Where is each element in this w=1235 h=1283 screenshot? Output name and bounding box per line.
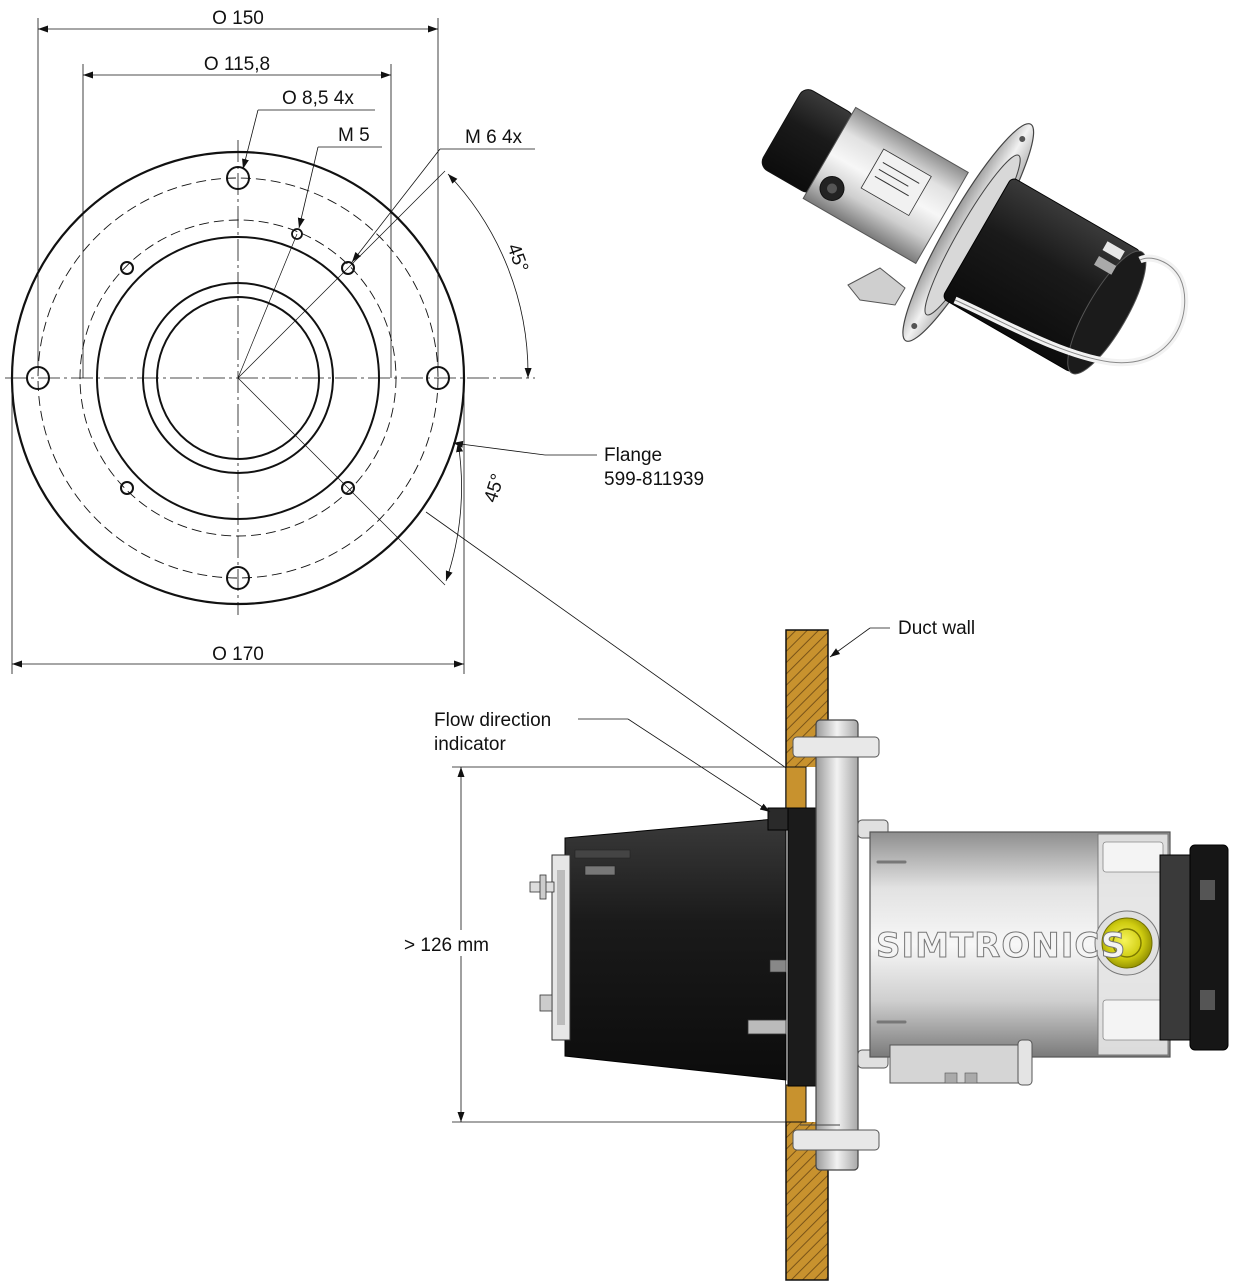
leader-duct-wall bbox=[829, 627, 890, 658]
through-hole-left bbox=[26, 366, 50, 390]
dimension-outer bbox=[11, 390, 465, 674]
duct-wall-label: Duct wall bbox=[898, 618, 975, 639]
leader-m5-label: M 5 bbox=[338, 125, 370, 146]
radial-line bbox=[237, 233, 298, 379]
flange-plate bbox=[815, 719, 859, 1171]
dimension-bolt-circle-label: O 150 bbox=[212, 8, 264, 29]
dimension-outer-label: O 170 bbox=[212, 644, 264, 665]
dimension-inner-label: O 115,8 bbox=[204, 54, 270, 75]
isometric-product-image bbox=[761, 89, 1189, 375]
m6-hole bbox=[120, 261, 134, 275]
leader-flange-to-side-view bbox=[425, 511, 849, 813]
m6-hole bbox=[341, 481, 355, 495]
m6-hole bbox=[341, 261, 355, 275]
housing-circle bbox=[142, 282, 334, 474]
angle-dimension-upper bbox=[447, 173, 532, 379]
flange-label: Flange bbox=[604, 445, 662, 466]
leader-through-holes-label: O 8,5 4x bbox=[282, 88, 354, 109]
dimension-insertion-depth-label: > 126 mm bbox=[404, 935, 489, 956]
flange-front-view bbox=[5, 140, 535, 615]
brand-logo-text: SIMTRONICS bbox=[876, 926, 1126, 966]
flange-part-number: 599-811939 bbox=[604, 469, 704, 490]
bolt-circle bbox=[37, 177, 439, 579]
radial-line-45-lower bbox=[237, 377, 446, 586]
leader-m6-label: M 6 4x bbox=[465, 127, 523, 148]
leader-flow-indicator bbox=[578, 718, 771, 813]
angle-lower-label: 45° bbox=[480, 471, 509, 505]
dimension-bolt-circle bbox=[37, 18, 439, 366]
m6-pitch-circle bbox=[79, 219, 397, 537]
dimension-inner bbox=[82, 64, 392, 378]
leader-flange bbox=[452, 440, 597, 456]
bore-circle bbox=[156, 296, 320, 460]
radial-line-45-upper bbox=[237, 170, 446, 379]
angle-dimension-lower bbox=[445, 441, 464, 582]
m6-hole bbox=[120, 481, 134, 495]
angle-upper-label: 45° bbox=[502, 241, 532, 275]
leader-m5 bbox=[297, 146, 382, 229]
leader-m6 bbox=[351, 148, 535, 263]
m5-hole bbox=[291, 228, 303, 240]
side-view-assembly bbox=[529, 629, 1229, 1281]
flow-indicator-label-line2: indicator bbox=[434, 734, 506, 755]
status-indicator bbox=[1101, 917, 1153, 969]
through-hole-bottom bbox=[226, 566, 250, 590]
flow-indicator-label-line1: Flow direction bbox=[434, 710, 551, 731]
leader-through-holes bbox=[242, 109, 375, 170]
flange-inner-circle bbox=[96, 236, 380, 520]
through-hole-top bbox=[226, 166, 250, 190]
flange-outer-circle bbox=[10, 150, 466, 606]
through-hole-right bbox=[426, 366, 450, 390]
